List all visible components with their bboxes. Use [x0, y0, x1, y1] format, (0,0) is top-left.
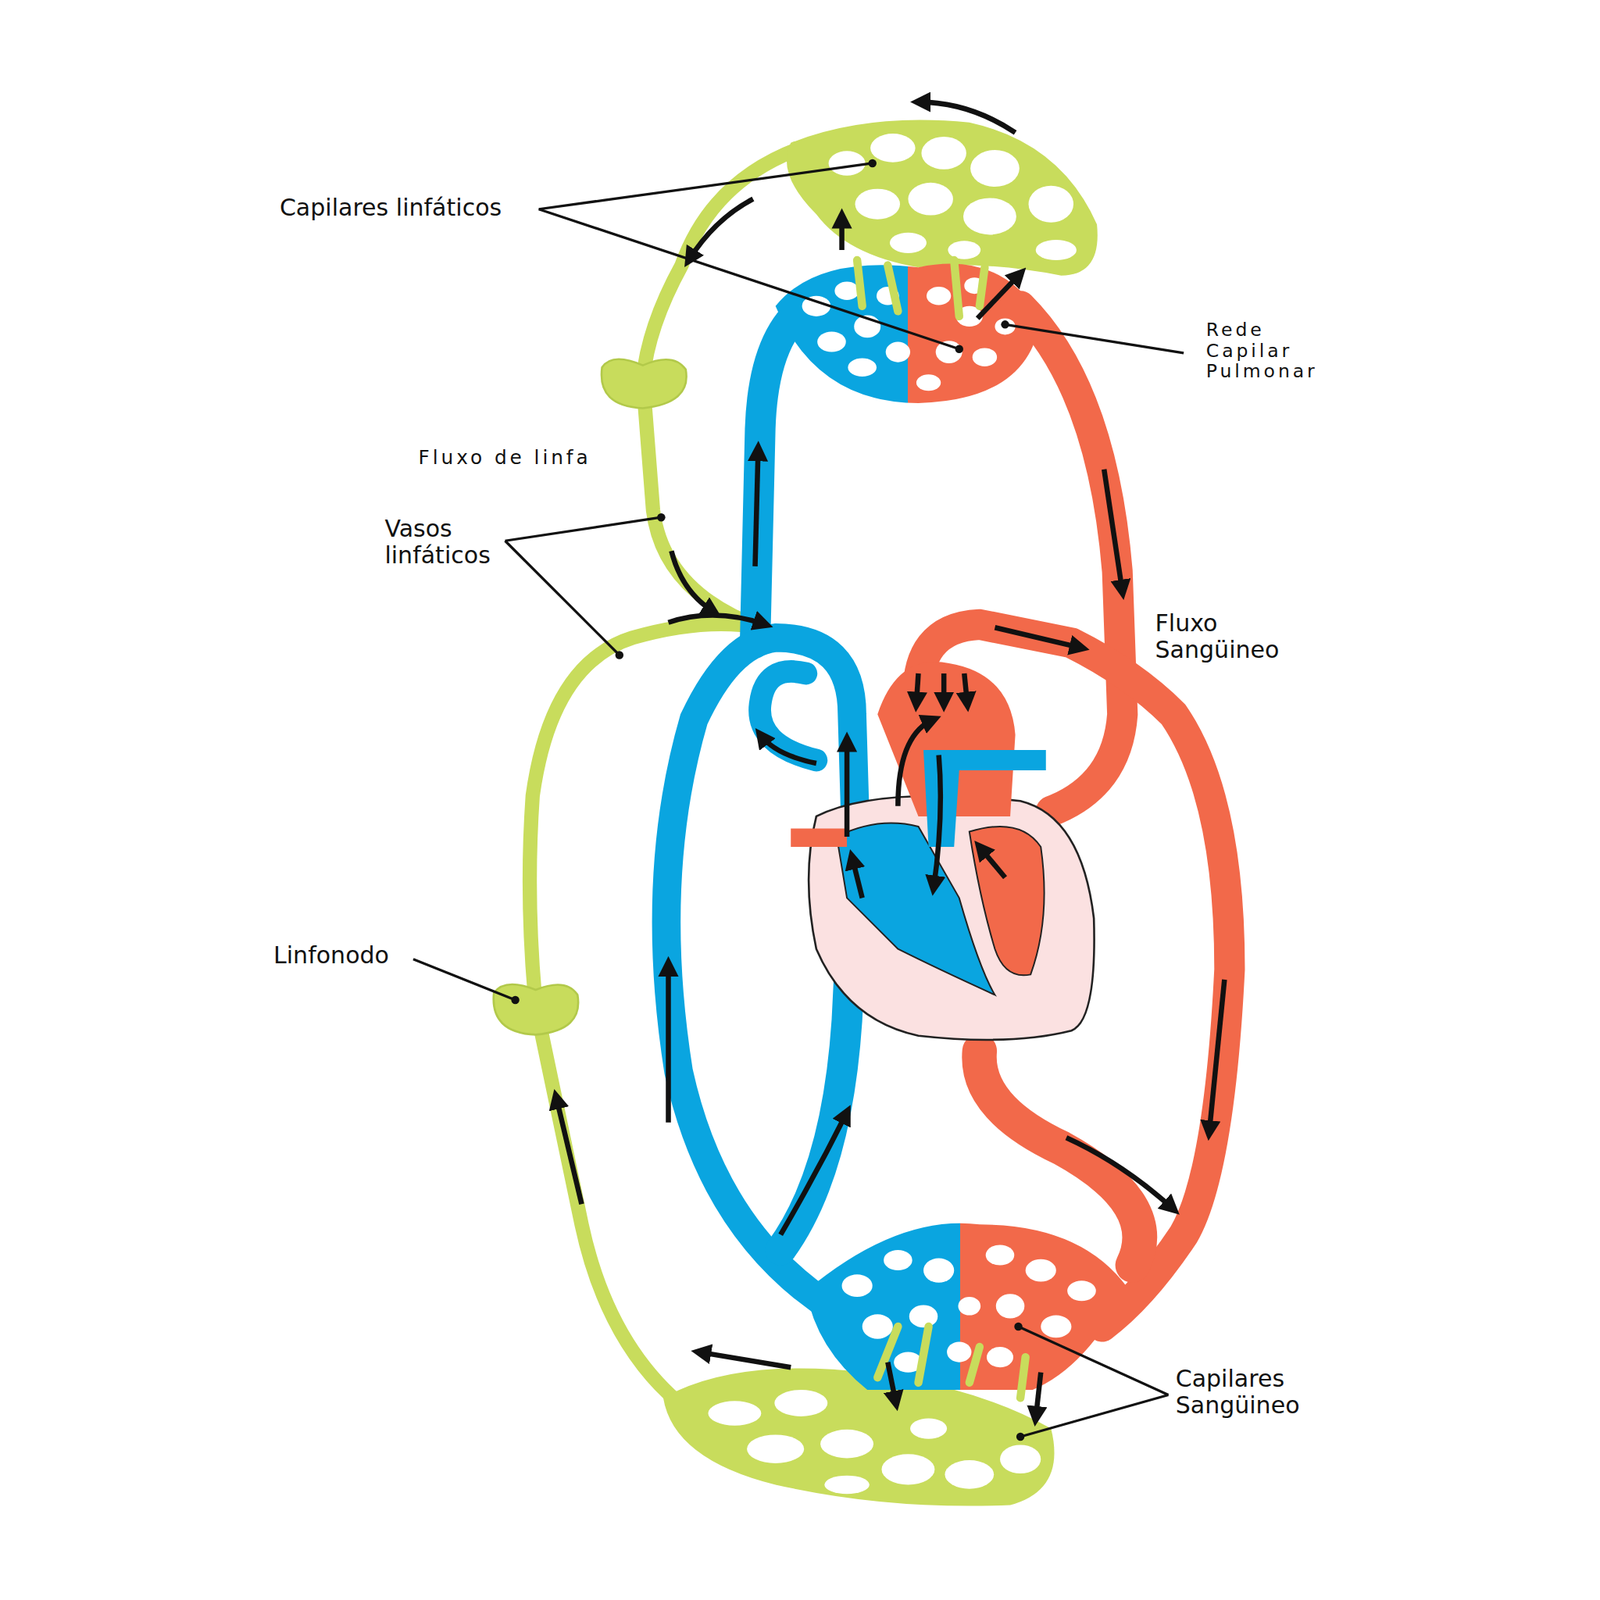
- pulmonary-capillaries: [775, 264, 1042, 404]
- label-text: Rede Capilar Pulmonar: [1206, 319, 1318, 383]
- label-text: Capilares Sangüineo: [1175, 1365, 1300, 1420]
- label-text: Fluxo de linfa: [418, 446, 592, 470]
- label-text: Linfonodo: [273, 942, 390, 970]
- lymph-capillary: [786, 119, 1098, 275]
- leader-line: [413, 163, 1184, 1437]
- lymph-holes: [707, 1389, 1041, 1494]
- body-capillaries: [806, 1223, 1128, 1390]
- flow-arrow: [556, 102, 1225, 1419]
- label-text: Fluxo Sangüineo: [1155, 610, 1280, 665]
- label-text: Capilares linfáticos: [279, 193, 502, 222]
- blood-vessels: [666, 306, 1230, 1327]
- capillary-holes: [842, 1244, 1097, 1372]
- lymph-holes: [828, 133, 1077, 261]
- leader-dot: [510, 159, 1025, 1441]
- label-text: Vasos linfáticos: [384, 515, 490, 570]
- heart: [790, 661, 1094, 1040]
